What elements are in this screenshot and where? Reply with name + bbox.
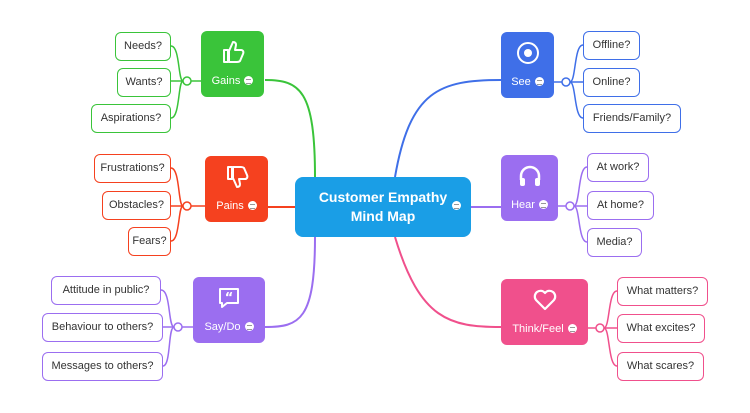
leaf-what-excites[interactable]: What excites? xyxy=(617,314,705,343)
topic-pains-label: Pains xyxy=(216,200,244,212)
note-icon[interactable] xyxy=(567,324,577,333)
topic-gains-label: Gains xyxy=(211,75,241,87)
central-topic-line1: Customer Empathy xyxy=(318,189,448,205)
topic-say-do-label: Say/Do xyxy=(204,321,241,333)
leaf-wants[interactable]: Wants? xyxy=(117,68,171,97)
topic-pains[interactable]: Pains xyxy=(205,156,268,222)
heart-icon xyxy=(501,287,588,313)
leaf-media[interactable]: Media? xyxy=(587,228,642,257)
central-topic-line2: Mind Map xyxy=(350,208,416,224)
topic-think-feel[interactable]: Think/Feel xyxy=(501,279,588,345)
thumbs-up-icon xyxy=(201,39,264,65)
headphones-icon xyxy=(501,163,558,189)
leaf-at-home[interactable]: At home? xyxy=(587,191,654,220)
note-icon[interactable] xyxy=(247,201,257,210)
thumbs-down-icon xyxy=(205,164,268,190)
leaf-attitude-in-public[interactable]: Attitude in public? xyxy=(51,276,161,305)
leaf-what-scares[interactable]: What scares? xyxy=(617,352,704,381)
topic-think-feel-label: Think/Feel xyxy=(512,323,564,335)
leaf-what-matters[interactable]: What matters? xyxy=(617,277,708,306)
topic-see[interactable]: See xyxy=(501,32,554,98)
leaf-behaviour-to-others[interactable]: Behaviour to others? xyxy=(42,313,163,342)
note-icon[interactable] xyxy=(244,322,254,331)
note-icon[interactable] xyxy=(534,77,544,86)
central-topic[interactable]: Customer Empathy Mind Map xyxy=(295,177,471,237)
eye-icon xyxy=(501,40,554,66)
leaf-needs[interactable]: Needs? xyxy=(115,32,171,61)
topic-see-label: See xyxy=(511,76,531,88)
topic-hear-label: Hear xyxy=(511,199,535,211)
note-icon[interactable] xyxy=(452,201,461,210)
leaf-obstacles[interactable]: Obstacles? xyxy=(102,191,171,220)
topic-hear[interactable]: Hear xyxy=(501,155,558,221)
leaf-at-work[interactable]: At work? xyxy=(587,153,649,182)
note-icon[interactable] xyxy=(244,76,254,85)
leaf-offline[interactable]: Offline? xyxy=(583,31,640,60)
leaf-messages-to-others[interactable]: Messages to others? xyxy=(42,352,163,381)
leaf-frustrations[interactable]: Frustrations? xyxy=(94,154,171,183)
leaf-fears[interactable]: Fears? xyxy=(128,227,171,256)
leaf-friends-family[interactable]: Friends/Family? xyxy=(583,104,681,133)
svg-text:“: “ xyxy=(225,291,234,306)
note-icon[interactable] xyxy=(538,200,548,209)
leaf-online[interactable]: Online? xyxy=(583,68,640,97)
topic-say-do[interactable]: “ Say/Do xyxy=(193,277,265,343)
topic-gains[interactable]: Gains xyxy=(201,31,264,97)
quote-bubble-icon: “ xyxy=(193,285,265,311)
leaf-aspirations[interactable]: Aspirations? xyxy=(91,104,171,133)
